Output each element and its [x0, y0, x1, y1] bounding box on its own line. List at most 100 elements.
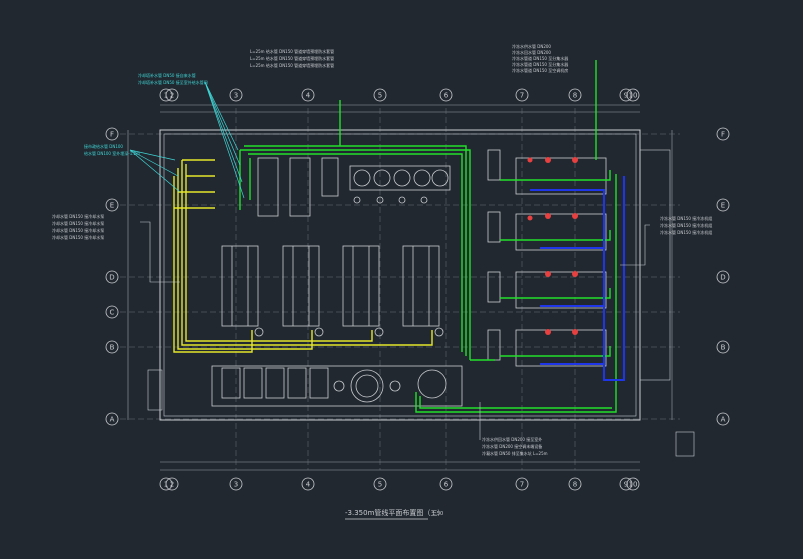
- grid-col-bottom-9: 9: [619, 477, 633, 491]
- grid-col-top-7: 7: [515, 88, 529, 102]
- chilled-return-pipes: [530, 176, 625, 381]
- annotation-line: 冷冻水管 DN150 接冷冻机组: [660, 229, 712, 235]
- annotation-line: 冷冻水管 DN200 接空调末端设备: [482, 443, 542, 449]
- grid-col-bottom-6: 6: [439, 477, 453, 491]
- grid-col-bottom-2: 2: [165, 477, 179, 491]
- grid-col-top-5-label: 5: [378, 92, 382, 100]
- grid-row-right-F-label: F: [721, 131, 725, 139]
- grid-col-bottom-9-label: 9: [624, 481, 628, 489]
- grid-col-bottom-4-label: 4: [306, 481, 311, 489]
- drawing-title: -3.350m管线平面布置图（三）: [345, 508, 444, 517]
- grid-row-left-D-label: D: [109, 274, 114, 282]
- grid-col-top-10: 10: [626, 88, 640, 102]
- annotation-line: 冷凝水管 DN50 排至集水坑 L=25m: [482, 450, 548, 456]
- annotation-line: 冷冻水供水管 DN200: [512, 43, 551, 49]
- drawing-scale: 1:50: [432, 511, 443, 517]
- storage-tanks: [257, 157, 451, 217]
- grid-row-right-A: A: [716, 412, 730, 426]
- grid-col-bottom-10: 10: [626, 477, 640, 491]
- grid-row-left-C-label: C: [110, 309, 115, 317]
- grid-col-top-10-label: 10: [629, 92, 638, 100]
- grid-col-top-8: 8: [568, 88, 582, 102]
- annotation-line: 冷冻水管 DN150 接冷冻机组: [660, 215, 712, 221]
- grid-row-left-D: D: [105, 270, 119, 284]
- annotation-line: 给水管 DN100 室外埋深-1.2m: [84, 150, 140, 156]
- grid-col-top-5: 5: [373, 88, 387, 102]
- grid-row-left-E: E: [105, 198, 119, 212]
- grid-row-left-B-label: B: [110, 344, 115, 352]
- cooling-water-pipes: [173, 159, 433, 353]
- chiller-units: [221, 245, 444, 337]
- annotation-line: 冷却水管 DN150 接冷却水泵: [52, 227, 104, 233]
- annotation-line: L=25m 给水管 DN150 管道穿墙预埋防水套管: [250, 48, 334, 54]
- grid-col-bottom-6-label: 6: [444, 481, 449, 489]
- grid-col-top-6-label: 6: [444, 92, 449, 100]
- grid-row-right-B: B: [716, 340, 730, 354]
- grid-col-bottom-8-label: 8: [573, 481, 577, 489]
- chilled-water-pipes: [239, 60, 617, 413]
- grid-col-bottom-5: 5: [373, 477, 387, 491]
- grid-col-bottom-7: 7: [515, 477, 529, 491]
- grid-col-top-9: 9: [619, 88, 633, 102]
- grid-col-top-3: 3: [229, 88, 243, 102]
- annotation-line: 冷冻水管道 DN150 至分集水器: [512, 55, 568, 61]
- pump-room: [211, 365, 463, 407]
- grid-row-right-E-label: E: [721, 202, 725, 210]
- annotation-line: 接市政给水管 DN100: [84, 143, 123, 149]
- annotation-line: 冷冻水管道 DN150 至空调机房: [512, 67, 568, 73]
- annotation-line: 冷却水管 DN150 接冷却水泵: [52, 220, 104, 226]
- grid-col-bottom-7-label: 7: [520, 481, 524, 489]
- grid-col-bottom-3: 3: [229, 477, 243, 491]
- grid-row-left-F: F: [105, 127, 119, 141]
- grid-col-top-4: 4: [301, 88, 315, 102]
- annotation-line: L=25m 给水管 DN150 管道穿墙预埋防水套管: [250, 62, 334, 68]
- valves: [527, 157, 578, 335]
- grid-col-bottom-8: 8: [568, 477, 582, 491]
- grid-row-right-A-label: A: [721, 416, 726, 424]
- grid-row-left-C: C: [105, 305, 119, 319]
- annotation-line: 冷冻水管 DN150 接冷冻机组: [660, 222, 712, 228]
- grid-col-top-3-label: 3: [234, 92, 238, 100]
- annotation-line: 冷却塔补水管 DN50 接至室外给水管网: [138, 79, 208, 85]
- leader-lines-white: [140, 221, 650, 440]
- grid-row-left-E-label: E: [110, 202, 114, 210]
- grid-col-top-6: 6: [439, 88, 453, 102]
- grid-col-top-4-label: 4: [306, 92, 311, 100]
- dimension-lines: [127, 104, 673, 471]
- leader-lines: [129, 81, 245, 199]
- annotation-line: 冷冻水供回水管 DN200 接至室外: [482, 436, 542, 442]
- grid-row-right-D: D: [716, 270, 730, 284]
- grid-col-bottom-3-label: 3: [234, 481, 238, 489]
- grid-col-top-2-label: 2: [170, 92, 174, 100]
- grid-col-top-2: 2: [165, 88, 179, 102]
- grid-col-bottom-10-label: 10: [629, 481, 638, 489]
- grid-row-right-D-label: D: [720, 274, 725, 282]
- annotation-line: 冷却水管 DN150 接冷却水泵: [52, 234, 104, 240]
- annotation-line: 冷却塔补水管 DN50 接自来水管: [138, 72, 196, 78]
- annotation-line: 冷却水管 DN150 接冷却水泵: [52, 213, 104, 219]
- grid-col-bottom-4: 4: [301, 477, 315, 491]
- grid-col-top-7-label: 7: [520, 92, 524, 100]
- grid-row-right-F: F: [716, 127, 730, 141]
- grid-col-bottom-2-label: 2: [170, 481, 174, 489]
- annotation-line: L=25m 给水管 DN150 管道穿墙预埋防水套管: [250, 55, 334, 61]
- annotation-line: 冷冻水回水管 DN200: [512, 49, 551, 55]
- grid-col-top-9-label: 9: [624, 92, 628, 100]
- grid-row-right-E: E: [716, 198, 730, 212]
- grid-row-left-A: A: [105, 412, 119, 426]
- heat-exchangers: [487, 149, 607, 367]
- grid-col-top-8-label: 8: [573, 92, 577, 100]
- grid-row-left-B: B: [105, 340, 119, 354]
- annotation-line: 冷冻水管道 DN150 至分集水器: [512, 61, 568, 67]
- grid-col-bottom-5-label: 5: [378, 481, 382, 489]
- grid-row-right-B-label: B: [721, 344, 726, 352]
